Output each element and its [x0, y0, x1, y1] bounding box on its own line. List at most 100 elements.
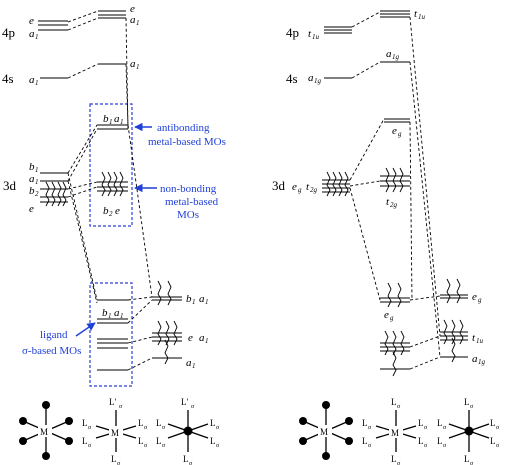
antibonding-label-2: metal-based MOs: [148, 136, 226, 148]
svg-text:L: L: [490, 418, 496, 428]
svg-text:σ: σ: [443, 425, 447, 431]
left-diagram: 4p e a 1 e a 1 4s a 1 a 1 3d b 1 a 1 b 2…: [2, 3, 226, 387]
right-structure-ball: M: [299, 401, 353, 460]
svg-text:σ: σ: [424, 425, 428, 431]
svg-text:σ: σ: [397, 461, 401, 465]
left-4s-label: 4s: [2, 71, 14, 86]
svg-text:L: L: [464, 397, 470, 407]
svg-text:e: e: [130, 3, 135, 15]
svg-text:L: L: [464, 454, 470, 464]
ligand-atom: [42, 401, 50, 409]
left-structure-ball: M: [19, 401, 73, 460]
left-4p-a1-label: a: [29, 28, 35, 40]
ligand-atom: [322, 401, 330, 409]
svg-text:a: a: [114, 113, 120, 125]
svg-text:L: L: [138, 418, 144, 428]
svg-text:t: t: [386, 196, 390, 208]
svg-text:σ: σ: [191, 404, 195, 410]
svg-text:a: a: [199, 332, 205, 344]
svg-text:σ: σ: [88, 425, 92, 431]
metal-label: M: [40, 427, 48, 437]
svg-text:σ: σ: [368, 425, 372, 431]
svg-text:σ: σ: [496, 443, 500, 449]
right-3d-label: 3d: [272, 178, 286, 193]
svg-text:L': L': [181, 397, 188, 407]
svg-text:1g: 1g: [392, 53, 400, 61]
svg-text:σ: σ: [470, 404, 474, 410]
svg-text:σ: σ: [424, 443, 428, 449]
ligand-arrow: [75, 322, 96, 337]
svg-text:σ: σ: [119, 404, 123, 410]
ligand-atom: [345, 417, 353, 425]
svg-text:g: g: [390, 314, 394, 322]
svg-text:1: 1: [108, 312, 112, 320]
svg-text:σ: σ: [397, 404, 401, 410]
svg-text:g: g: [298, 186, 302, 194]
svg-text:b: b: [29, 185, 35, 197]
svg-text:L: L: [437, 436, 443, 446]
svg-text:1u: 1u: [476, 337, 484, 345]
svg-text:L: L: [437, 418, 443, 428]
svg-text:a: a: [472, 353, 478, 365]
svg-text:e: e: [392, 125, 397, 137]
svg-text:1: 1: [35, 178, 39, 186]
svg-text:g: g: [478, 296, 482, 304]
nonbonding-label-2: metal-based: [165, 196, 219, 208]
right-4p-label: 4p: [286, 25, 299, 40]
svg-text:t: t: [306, 181, 310, 193]
ligand-atom: [42, 452, 50, 460]
svg-text:M: M: [391, 428, 399, 438]
svg-text:L: L: [156, 418, 162, 428]
svg-text:1: 1: [205, 298, 209, 306]
svg-text:1: 1: [192, 298, 196, 306]
ligand-label-2: σ-based MOs: [22, 345, 81, 357]
svg-text:L: L: [418, 436, 424, 446]
svg-text:σ: σ: [216, 425, 220, 431]
svg-text:L': L': [109, 397, 116, 407]
svg-text:1g: 1g: [314, 77, 322, 85]
left-4p-label: 4p: [2, 25, 15, 40]
right-structure-dot: L σ L σ L σ L σ L σ L σ: [437, 397, 500, 465]
svg-text:1: 1: [136, 19, 140, 27]
svg-text:1: 1: [192, 362, 196, 370]
svg-text:1u: 1u: [312, 33, 320, 41]
svg-text:L: L: [156, 436, 162, 446]
right-4s-label: 4s: [286, 71, 298, 86]
ligand-mos-box: [89, 282, 133, 387]
right-diagram: 4p t 1u t 1u 4s a 1g a 1g e g 3d e g t 2…: [272, 8, 486, 377]
svg-text:e: e: [188, 332, 193, 344]
svg-text:L: L: [82, 418, 88, 428]
svg-text:M: M: [320, 427, 328, 437]
nonbonding-label-1: non-bonding: [160, 183, 217, 195]
svg-text:t: t: [414, 8, 418, 20]
svg-text:1: 1: [35, 79, 39, 87]
antibonding-label-1: antibonding: [157, 122, 210, 134]
ligand-atom: [299, 417, 307, 425]
svg-text:b: b: [102, 307, 108, 319]
svg-text:e: e: [384, 309, 389, 321]
svg-text:a: a: [130, 58, 136, 70]
svg-text:a: a: [29, 173, 35, 185]
svg-text:1: 1: [136, 63, 140, 71]
svg-text:1: 1: [109, 118, 113, 126]
svg-text:L: L: [111, 454, 117, 464]
ligand-atom: [65, 437, 73, 445]
svg-text:a: a: [386, 48, 392, 60]
svg-text:L: L: [362, 418, 368, 428]
svg-text:σ: σ: [88, 443, 92, 449]
ligand-atom: [299, 437, 307, 445]
svg-text:1: 1: [120, 118, 124, 126]
metal-dot: [464, 426, 474, 436]
left-4p-e-label: e: [29, 15, 34, 27]
svg-text:1: 1: [35, 166, 39, 174]
svg-text:b: b: [103, 113, 109, 125]
svg-text:M: M: [111, 428, 119, 438]
svg-text:σ: σ: [162, 425, 166, 431]
svg-text:e: e: [29, 203, 34, 215]
svg-text:L: L: [362, 436, 368, 446]
svg-text:σ: σ: [189, 461, 193, 465]
svg-text:1u: 1u: [418, 13, 426, 21]
svg-text:L: L: [490, 436, 496, 446]
svg-text:σ: σ: [470, 461, 474, 465]
